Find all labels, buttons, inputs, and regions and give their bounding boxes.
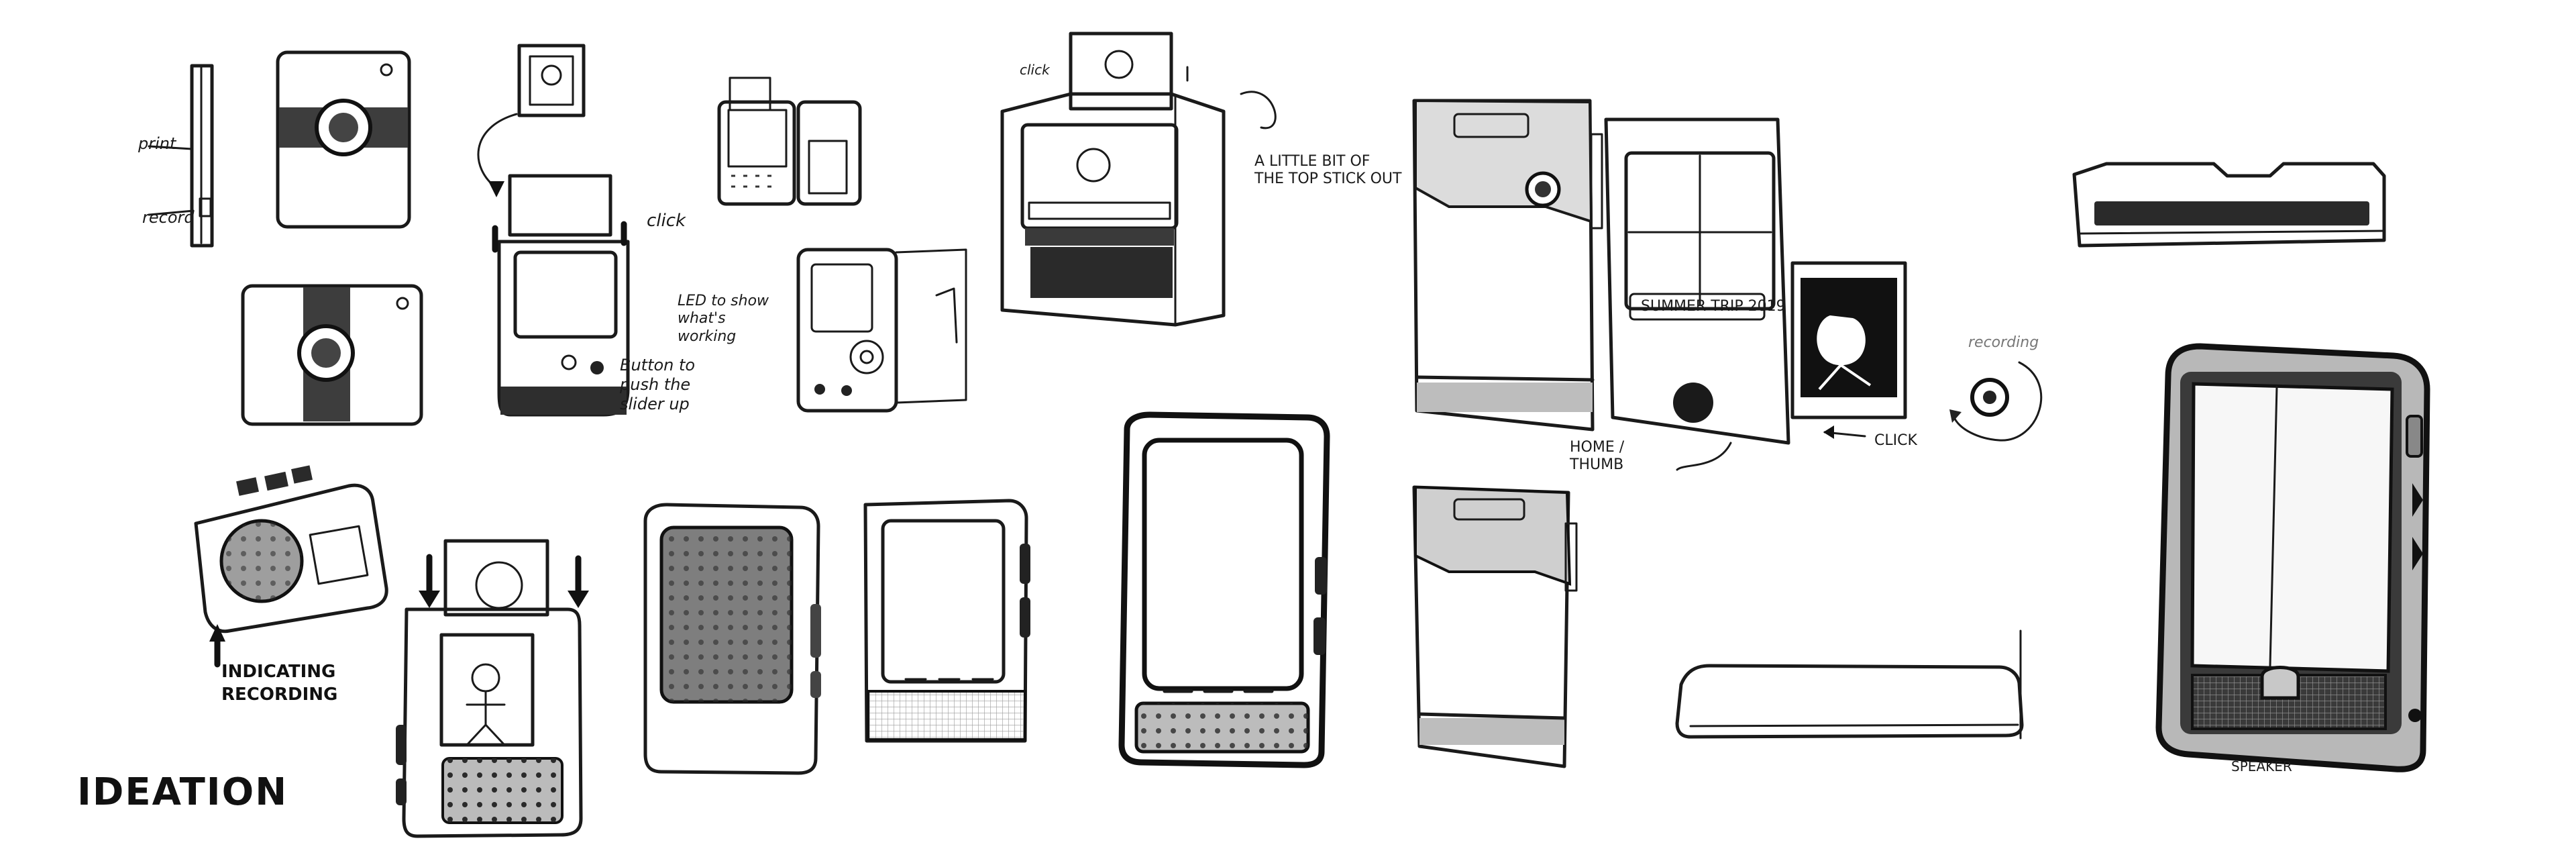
sketch-tv-printer (1000, 32, 1277, 327)
sketch-landscape-camera-band (241, 284, 423, 426)
annotation-button: Button to push the slider up (620, 356, 696, 413)
sketch-tall-outline-device (1118, 411, 1330, 768)
sketch-tilted-recording-camera (194, 465, 388, 668)
annotation-record: record (142, 208, 195, 227)
annotation-top-stick-out: A LITTLE BIT OF THE TOP STICK OUT (1254, 153, 1402, 188)
sketch-screen-grid-speaker (863, 499, 1030, 743)
sketch-click-wheel-device (796, 248, 967, 413)
annotation-indicating-recording: INDICATING RECORDING (221, 662, 338, 705)
sketch-large-tablet (2155, 343, 2430, 772)
page-title: IDEATION (77, 770, 288, 814)
sketch-photo-printer-speaker (396, 539, 589, 838)
annotation-led: LED to show what's working (678, 293, 769, 345)
annotation-click-1: click (647, 211, 686, 231)
annotation-click-3: CLICK (1874, 432, 1917, 449)
sketch-dotted-speaker-device (643, 503, 821, 775)
sketch-recording-button (1949, 361, 2043, 442)
annotation-click-2: click (1020, 62, 1050, 78)
sketch-bar-device-top (2072, 162, 2386, 248)
sketch-slider-printer (477, 44, 630, 417)
annotation-home-thumb: HOME / THUMB (1570, 439, 1625, 474)
sketch-long-bar-side (1675, 629, 2024, 740)
annotation-print: print (138, 134, 176, 153)
annotation-summer-trip: SUMMER TRIP 2019 (1641, 298, 1786, 315)
sketch-slim-card-shaded (1412, 485, 1578, 768)
sketch-photo-frame-device (1604, 117, 1907, 471)
sketch-square-camera-band (276, 50, 411, 229)
annotation-speaker: SPEAKER (2231, 758, 2292, 774)
annotation-recording: recording (1968, 334, 2039, 351)
sketch-flip-device (717, 77, 862, 206)
sketch-slim-card-camera (1412, 99, 1603, 432)
sketch-side-view-device (148, 64, 214, 248)
